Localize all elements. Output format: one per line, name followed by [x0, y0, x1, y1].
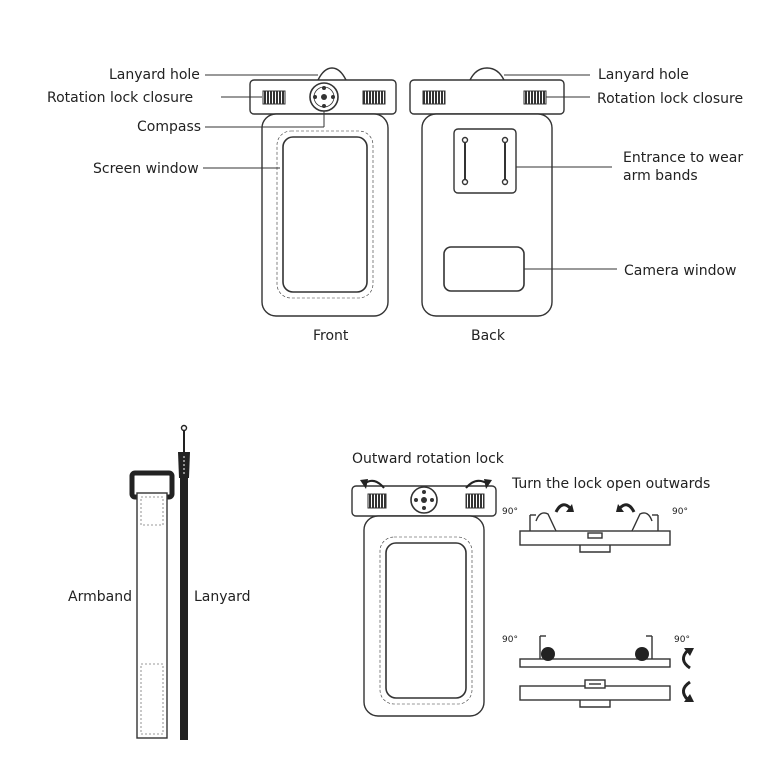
front-rotation-lock-label: Rotation lock closure [47, 90, 194, 106]
outward-right-lock-icon [465, 493, 485, 509]
back-caption: Back [471, 328, 505, 344]
outward-left-lock-icon [367, 493, 387, 509]
front-right-lock-icon [362, 90, 386, 105]
closed-left-latch-icon [541, 647, 555, 661]
outward-compass-icon [410, 486, 438, 514]
front-caption: Front [313, 328, 349, 344]
angle-label-closed-left: 90° [502, 635, 518, 645]
outward-rotation-lock-label: Outward rotation lock [352, 451, 504, 467]
camera-window-label: Camera window [624, 263, 737, 279]
front-left-lock-icon [262, 90, 286, 105]
angle-label-open-right: 90° [672, 507, 688, 517]
outward-lock-pouch [351, 485, 497, 717]
screen-window-label: Screen window [93, 161, 199, 177]
armband-entrance-icon [453, 128, 517, 194]
lanyard-strap [178, 424, 190, 740]
back-leader-lines [504, 74, 617, 270]
base-side-view [519, 679, 671, 708]
armband-entrance-label-line1: Entrance to wear [623, 150, 744, 166]
back-right-lock-icon [523, 90, 547, 105]
compass-label: Compass [137, 119, 202, 135]
open-left-arrow-icon [554, 503, 572, 513]
turn-lock-open-label: Turn the lock open outwards [512, 476, 711, 492]
angle-label-open-left: 90° [502, 507, 518, 517]
closed-lock-side-view [519, 635, 671, 668]
back-pouch [409, 67, 565, 317]
armband-strap [129, 470, 175, 739]
front-leader-lines [203, 74, 325, 169]
back-lanyard-hole-label: Lanyard hole [598, 67, 689, 83]
armband-entrance-label-line2: arm bands [623, 168, 698, 184]
back-rotation-lock-label: Rotation lock closure [597, 91, 744, 107]
lanyard-label: Lanyard [194, 589, 251, 605]
open-right-arrow-icon [618, 503, 636, 513]
back-left-lock-icon [422, 90, 446, 105]
compass-icon [309, 82, 339, 112]
front-lanyard-hole-label: Lanyard hole [109, 67, 200, 83]
closed-right-latch-icon [635, 647, 649, 661]
open-lock-side-view [519, 512, 671, 553]
angle-label-closed-right: 90° [674, 635, 690, 645]
close-up-arrow-icon [682, 648, 691, 670]
armband-label: Armband [68, 589, 132, 605]
close-down-arrow-icon [682, 680, 691, 702]
